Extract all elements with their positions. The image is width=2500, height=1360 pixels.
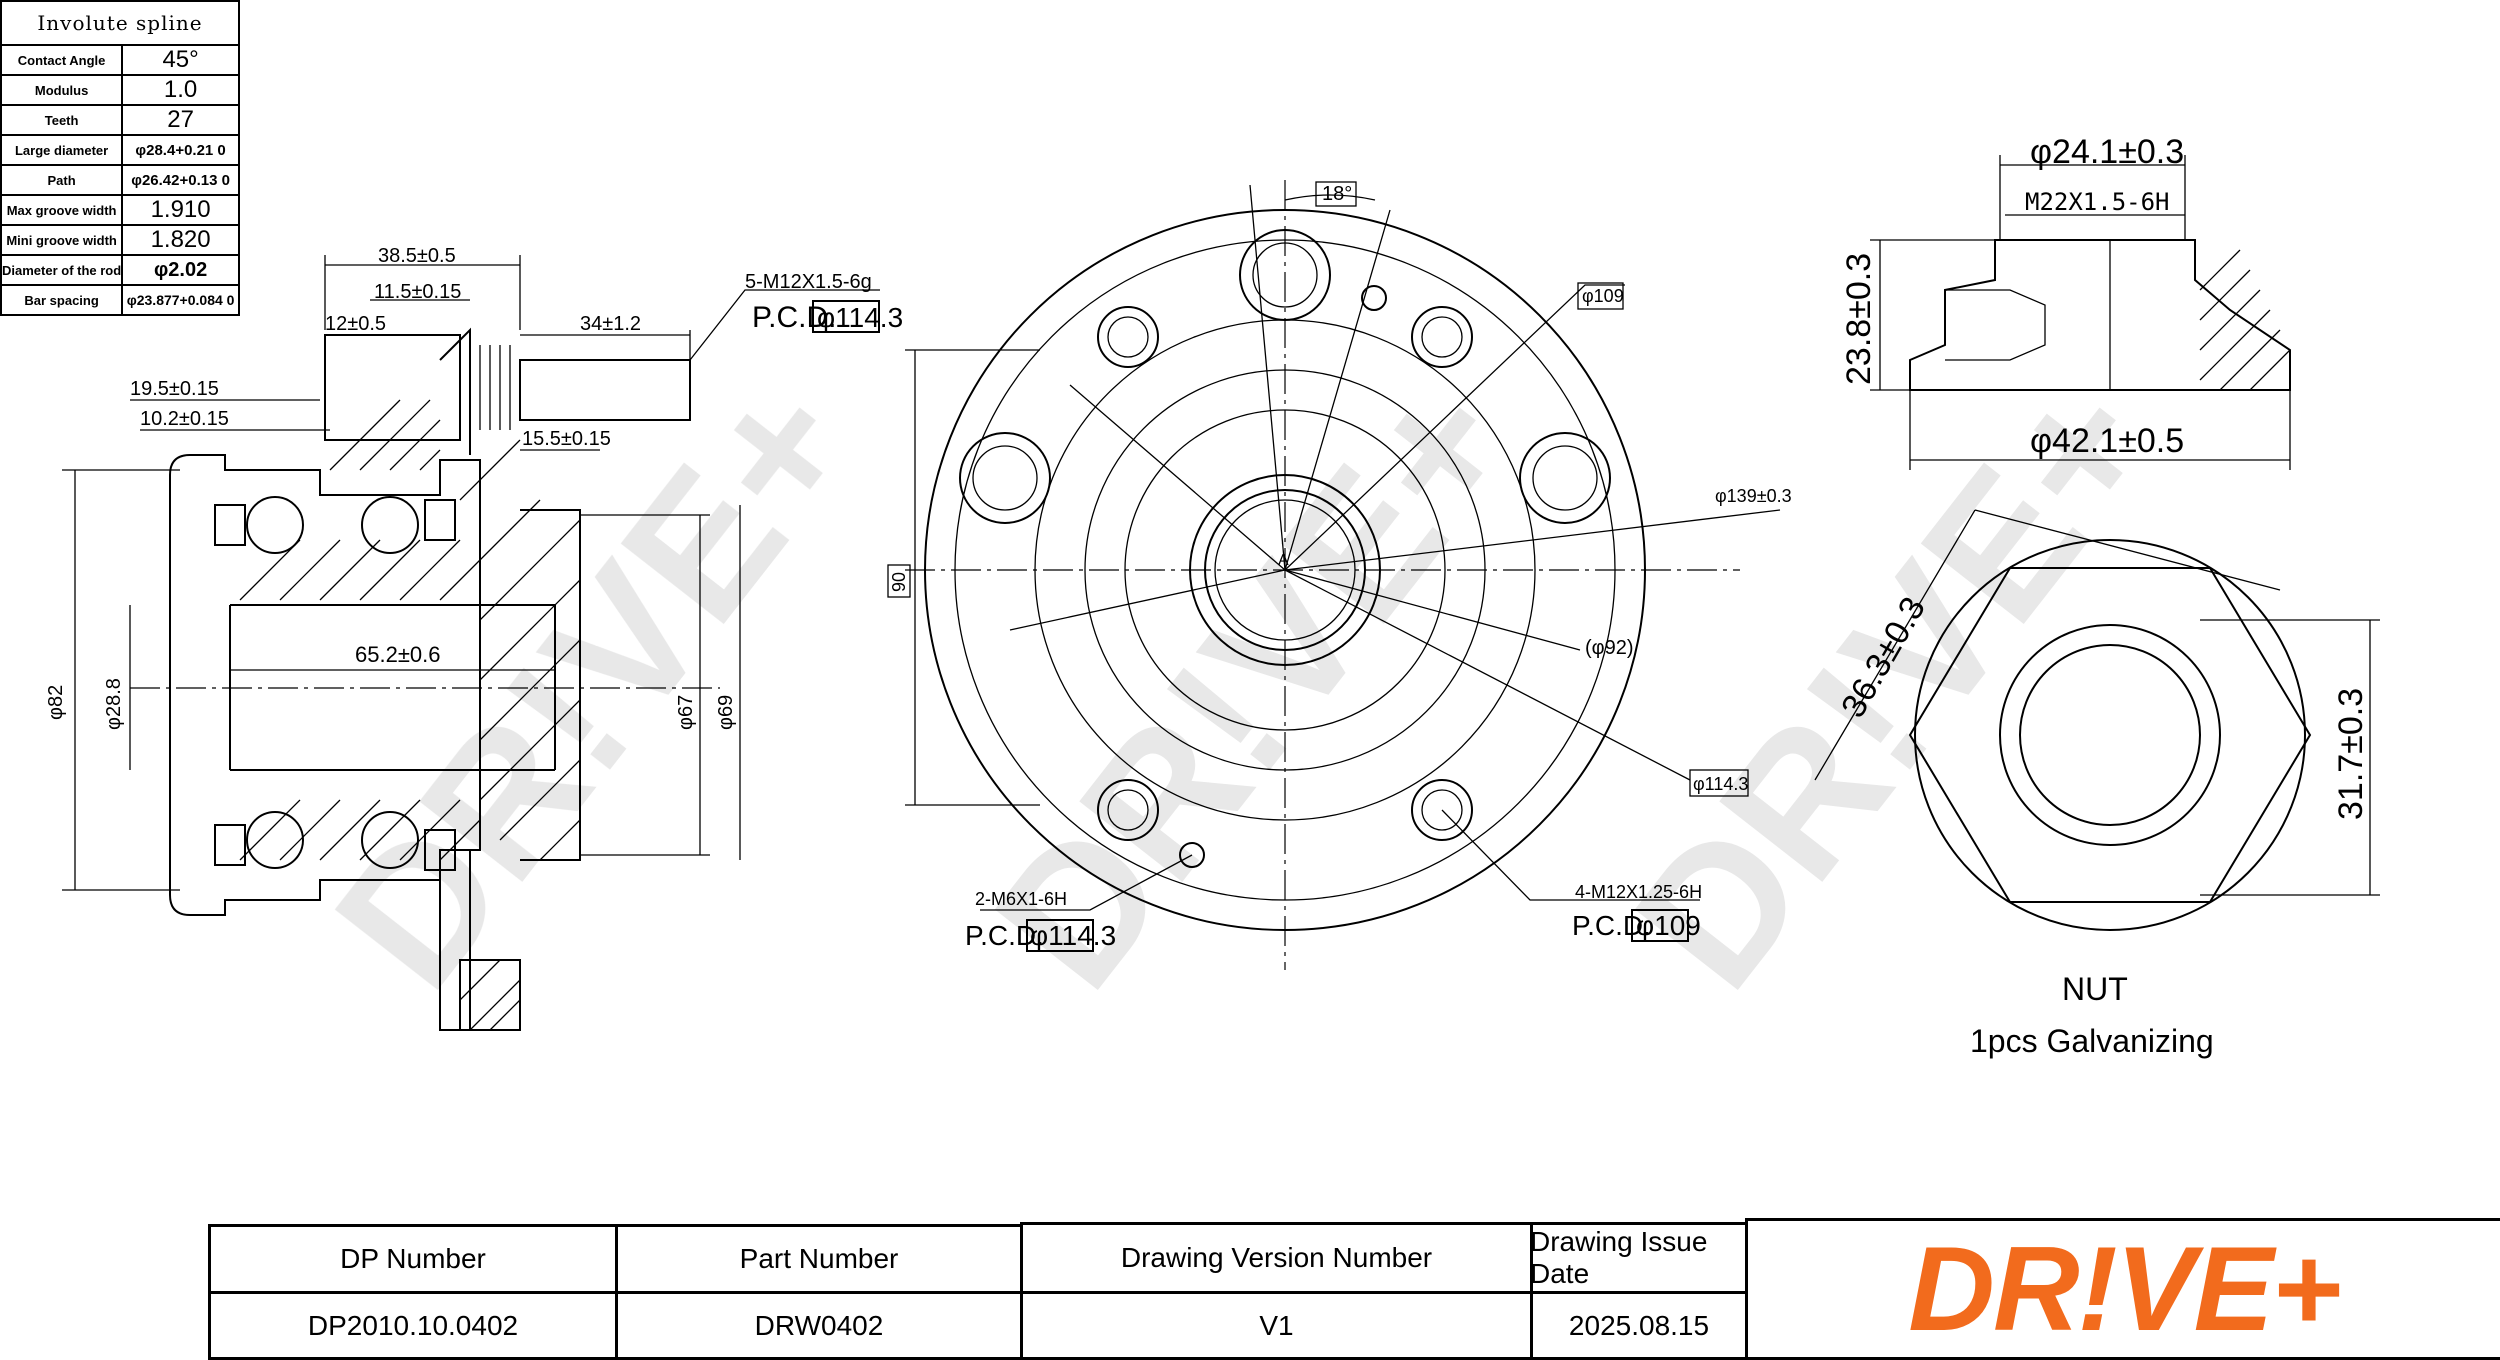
value-dp-number: DP2010.10.0402 [208, 1291, 618, 1360]
spec-key: Contact Angle [0, 44, 124, 76]
spec-value: 27 [121, 104, 240, 136]
nut-across-flats: 31.7±0.3 [2332, 688, 2370, 820]
spec-key: Max groove width [0, 194, 124, 226]
m12-pcd-value: φ109 [1636, 910, 1701, 941]
nut-phi24-1: φ24.1±0.3 [2030, 133, 2184, 171]
dim-34: 34±1.2 [580, 313, 641, 335]
spline-table-title: Involute spline [0, 0, 240, 46]
dim-11-5: 11.5±0.15 [374, 281, 461, 303]
nut-side-view: φ24.1±0.3 M22X1.5-6H 23.8±0.3 φ42.1±0.5 [1840, 133, 2291, 470]
dim-12: 12±0.5 [325, 313, 386, 335]
dim-phi139: φ139±0.3 [1715, 486, 1792, 506]
m12-note: 4-M12X1.25-6H [1575, 882, 1702, 902]
dim-phi92: (φ92) [1585, 637, 1634, 659]
value-drawing-version: V1 [1020, 1291, 1533, 1360]
spec-key: Bar spacing [0, 284, 124, 316]
spec-value: 45° [121, 44, 240, 76]
m12-pcd-label: P.C.D. [1572, 910, 1651, 941]
nut-thread: M22X1.5-6H [2025, 188, 2170, 216]
dim-10-2: 10.2±0.15 [140, 408, 229, 430]
spec-key: Mini groove width [0, 224, 124, 256]
dim-90: 90 [889, 572, 909, 592]
dim-phi67: φ67 [675, 695, 697, 730]
dim-phi69: φ69 [715, 695, 737, 730]
stud-thread-note: 5-M12X1.5-6g [745, 271, 872, 293]
header-dp-number: DP Number [208, 1224, 618, 1294]
value-issue-date: 2025.08.15 [1530, 1291, 1748, 1360]
angle-label: 18° [1322, 183, 1352, 205]
dim-19-5: 19.5±0.15 [130, 378, 219, 400]
spec-value: φ23.877+0.084 0 [121, 284, 240, 316]
dim-phi109: φ109 [1582, 286, 1624, 306]
front-view: 18° φ109 φ139±0.3 (φ92) φ114.3 90 A 2-M6… [887, 180, 1792, 970]
nut-note: 1pcs Galvanizing [1970, 1023, 2214, 1059]
header-issue-date-text: Drawing Issue Date [1530, 1226, 1708, 1289]
stud-pcd-label: P.C.D. [752, 301, 836, 334]
m6-pcd-value: φ114.3 [1030, 920, 1116, 951]
dim-phi28-8: φ28.8 [103, 678, 125, 730]
spec-value: 1.0 [121, 74, 240, 106]
dim-15-5: 15.5±0.15 [522, 428, 611, 450]
spec-value: 1.910 [121, 194, 240, 226]
nut-label: NUT [2062, 971, 2128, 1007]
nut-height: 23.8±0.3 [1840, 253, 1878, 385]
center-mark: A [1278, 552, 1289, 569]
m6-note: 2-M6X1-6H [975, 889, 1067, 909]
dim-38-5: 38.5±0.5 [378, 245, 456, 267]
spec-key: Path [0, 164, 124, 196]
brand-logo-text: DR!VE+ [1908, 1222, 2341, 1356]
header-part-number: Part Number [615, 1224, 1023, 1294]
brand-logo: DR!VE+ [1745, 1218, 2500, 1360]
spec-value: φ28.4+0.21 0 [121, 134, 240, 166]
spec-key: Modulus [0, 74, 124, 106]
dim-phi82: φ82 [45, 685, 67, 720]
section-view: 38.5±0.5 11.5±0.15 12±0.5 34±1.2 19.5±0.… [45, 245, 903, 1031]
spec-key: Large diameter [0, 134, 124, 166]
spec-key: Teeth [0, 104, 124, 136]
nut-phi42-1: φ42.1±0.5 [2030, 422, 2184, 460]
dim-phi114-3: φ114.3 [1693, 774, 1748, 794]
dim-65-2: 65.2±0.6 [355, 642, 440, 667]
spec-value: φ2.02 [121, 254, 240, 286]
stud-pcd-value: φ114.3 [817, 302, 903, 333]
header-drawing-version: Drawing Version Number [1020, 1222, 1533, 1294]
spec-value: 1.820 [121, 224, 240, 256]
spec-value: φ26.42+0.13 0 [121, 164, 240, 196]
value-part-number: DRW0402 [615, 1291, 1023, 1360]
m6-pcd-label: P.C.D. [965, 920, 1044, 951]
spec-key: Diameter of the rod [0, 254, 124, 286]
